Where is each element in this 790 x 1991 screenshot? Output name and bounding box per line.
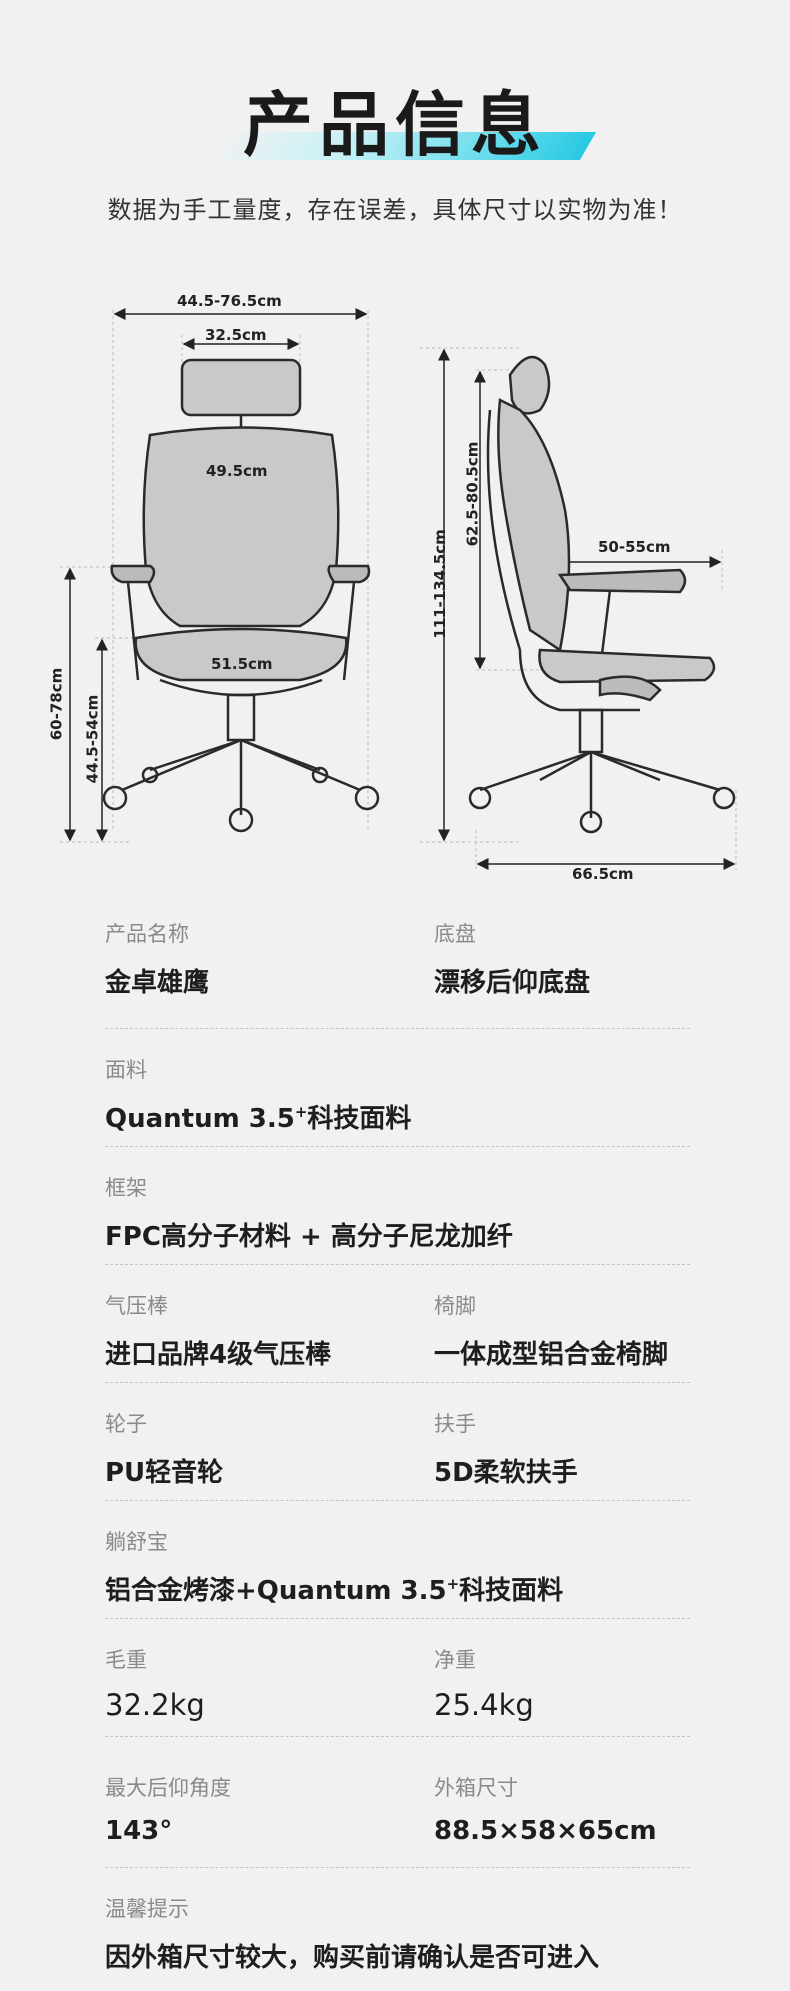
chair-front-view [102,358,380,833]
spec-value: PU轻音轮 [105,1458,224,1488]
spec-footrest: 躺舒宝 铝合金烤漆+Quantum 3.5+科技面料 [105,1526,563,1607]
spec-value: 32.2kg [105,1688,205,1722]
spec-row: 轮子 PU轻音轮 扶手 5D柔软扶手 [105,1383,690,1501]
dim-label-seat-height: 44.5-54cm [83,694,102,784]
chair-dimension-drawings [60,308,737,870]
spec-value: Quantum 3.5+科技面料 [105,1103,412,1134]
spec-value: 一体成型铝合金椅脚 [434,1340,669,1370]
spec-gross-weight: 毛重 32.2kg [105,1644,205,1722]
spec-fabric: 面料 Quantum 3.5+科技面料 [105,1054,411,1135]
spec-row: 躺舒宝 铝合金烤漆+Quantum 3.5+科技面料 [105,1501,690,1619]
measurement-note: 数据为手工量度，存在误差，具体尺寸以实物为准！ [107,196,683,224]
spec-label: 躺舒宝 [105,1530,168,1554]
spec-label: 框架 [105,1176,147,1200]
spec-gas-lift: 气压棒 进口品牌4级气压棒 [105,1290,331,1371]
spec-value: 25.4kg [434,1688,534,1722]
spec-value: 88.5×58×65cm [434,1816,657,1846]
spec-tip: 温馨提示 因外箱尺寸较大，购买前请确认是否可进入 [105,1893,599,1974]
dim-label-seat-depth: 50-55cm [598,538,671,556]
spec-row: 面料 Quantum 3.5+科技面料 [105,1029,690,1147]
spec-value: 143° [105,1816,173,1846]
spec-row: 框架 FPC高分子材料 + 高分子尼龙加纤 [105,1147,690,1265]
dim-label-overall-width: 44.5-76.5cm [177,292,282,310]
spec-value: 5D柔软扶手 [434,1458,578,1488]
spec-value: 金卓雄鹰 [105,968,210,998]
spec-label: 气压棒 [105,1294,168,1318]
spec-net-weight: 净重 25.4kg [434,1644,534,1722]
spec-label: 面料 [105,1058,147,1082]
spec-label: 椅脚 [434,1294,476,1318]
spec-row: 产品名称 金卓雄鹰 底盘 漂移后仰底盘 [105,918,690,1029]
spec-label: 最大后仰角度 [105,1776,231,1800]
spec-row: 最大后仰角度 143° 外箱尺寸 88.5×58×65cm [105,1737,690,1868]
dim-label-seat-width: 51.5cm [211,655,273,673]
spec-label: 温馨提示 [105,1897,189,1921]
dim-label-base-depth: 66.5cm [572,865,634,883]
spec-row: 气压棒 进口品牌4级气压棒 椅脚 一体成型铝合金椅脚 [105,1265,690,1383]
spec-row: 毛重 32.2kg 净重 25.4kg [105,1619,690,1737]
dimension-diagram: 44.5-76.5cm 32.5cm 49.5cm 51.5cm 60-78cm… [0,270,790,910]
spec-label: 产品名称 [105,922,189,946]
spec-max-recline: 最大后仰角度 143° [105,1772,231,1846]
spec-label: 毛重 [105,1648,147,1672]
spec-value: 因外箱尺寸较大，购买前请确认是否可进入 [105,1943,600,1973]
spec-product-name: 产品名称 金卓雄鹰 [105,918,209,999]
spec-base: 椅脚 一体成型铝合金椅脚 [434,1290,668,1371]
dim-label-armrest-height: 60-78cm [47,667,66,741]
spec-table: 产品名称 金卓雄鹰 底盘 漂移后仰底盘 面料 Quantum 3.5+科技面料 … [105,918,690,1988]
dim-label-backrest-height: 62.5-80.5cm [463,441,482,547]
spec-value: 铝合金烤漆+Quantum 3.5+科技面料 [105,1575,564,1606]
spec-value: 漂移后仰底盘 [434,968,591,998]
spec-label: 底盘 [434,922,476,946]
spec-label: 轮子 [105,1412,147,1436]
spec-armrest: 扶手 5D柔软扶手 [434,1408,578,1489]
spec-row: 温馨提示 因外箱尺寸较大，购买前请确认是否可进入 [105,1868,690,1988]
chair-side-view [468,355,736,834]
dim-label-total-height: 111-134.5cm [430,529,449,639]
dim-label-headrest-width: 32.5cm [205,326,267,344]
spec-frame: 框架 FPC高分子材料 + 高分子尼龙加纤 [105,1172,513,1253]
title-block: 产品信息 [0,80,790,170]
spec-label: 净重 [434,1648,476,1672]
spec-label: 扶手 [434,1412,476,1436]
dim-label-back-width: 49.5cm [206,462,268,480]
spec-box-size: 外箱尺寸 88.5×58×65cm [434,1772,657,1846]
spec-wheels: 轮子 PU轻音轮 [105,1408,223,1489]
spec-label: 外箱尺寸 [434,1776,518,1800]
spec-value: 进口品牌4级气压棒 [105,1340,332,1370]
page-title: 产品信息 [243,84,547,166]
spec-chassis: 底盘 漂移后仰底盘 [434,918,590,999]
spec-value: FPC高分子材料 + 高分子尼龙加纤 [105,1222,513,1252]
